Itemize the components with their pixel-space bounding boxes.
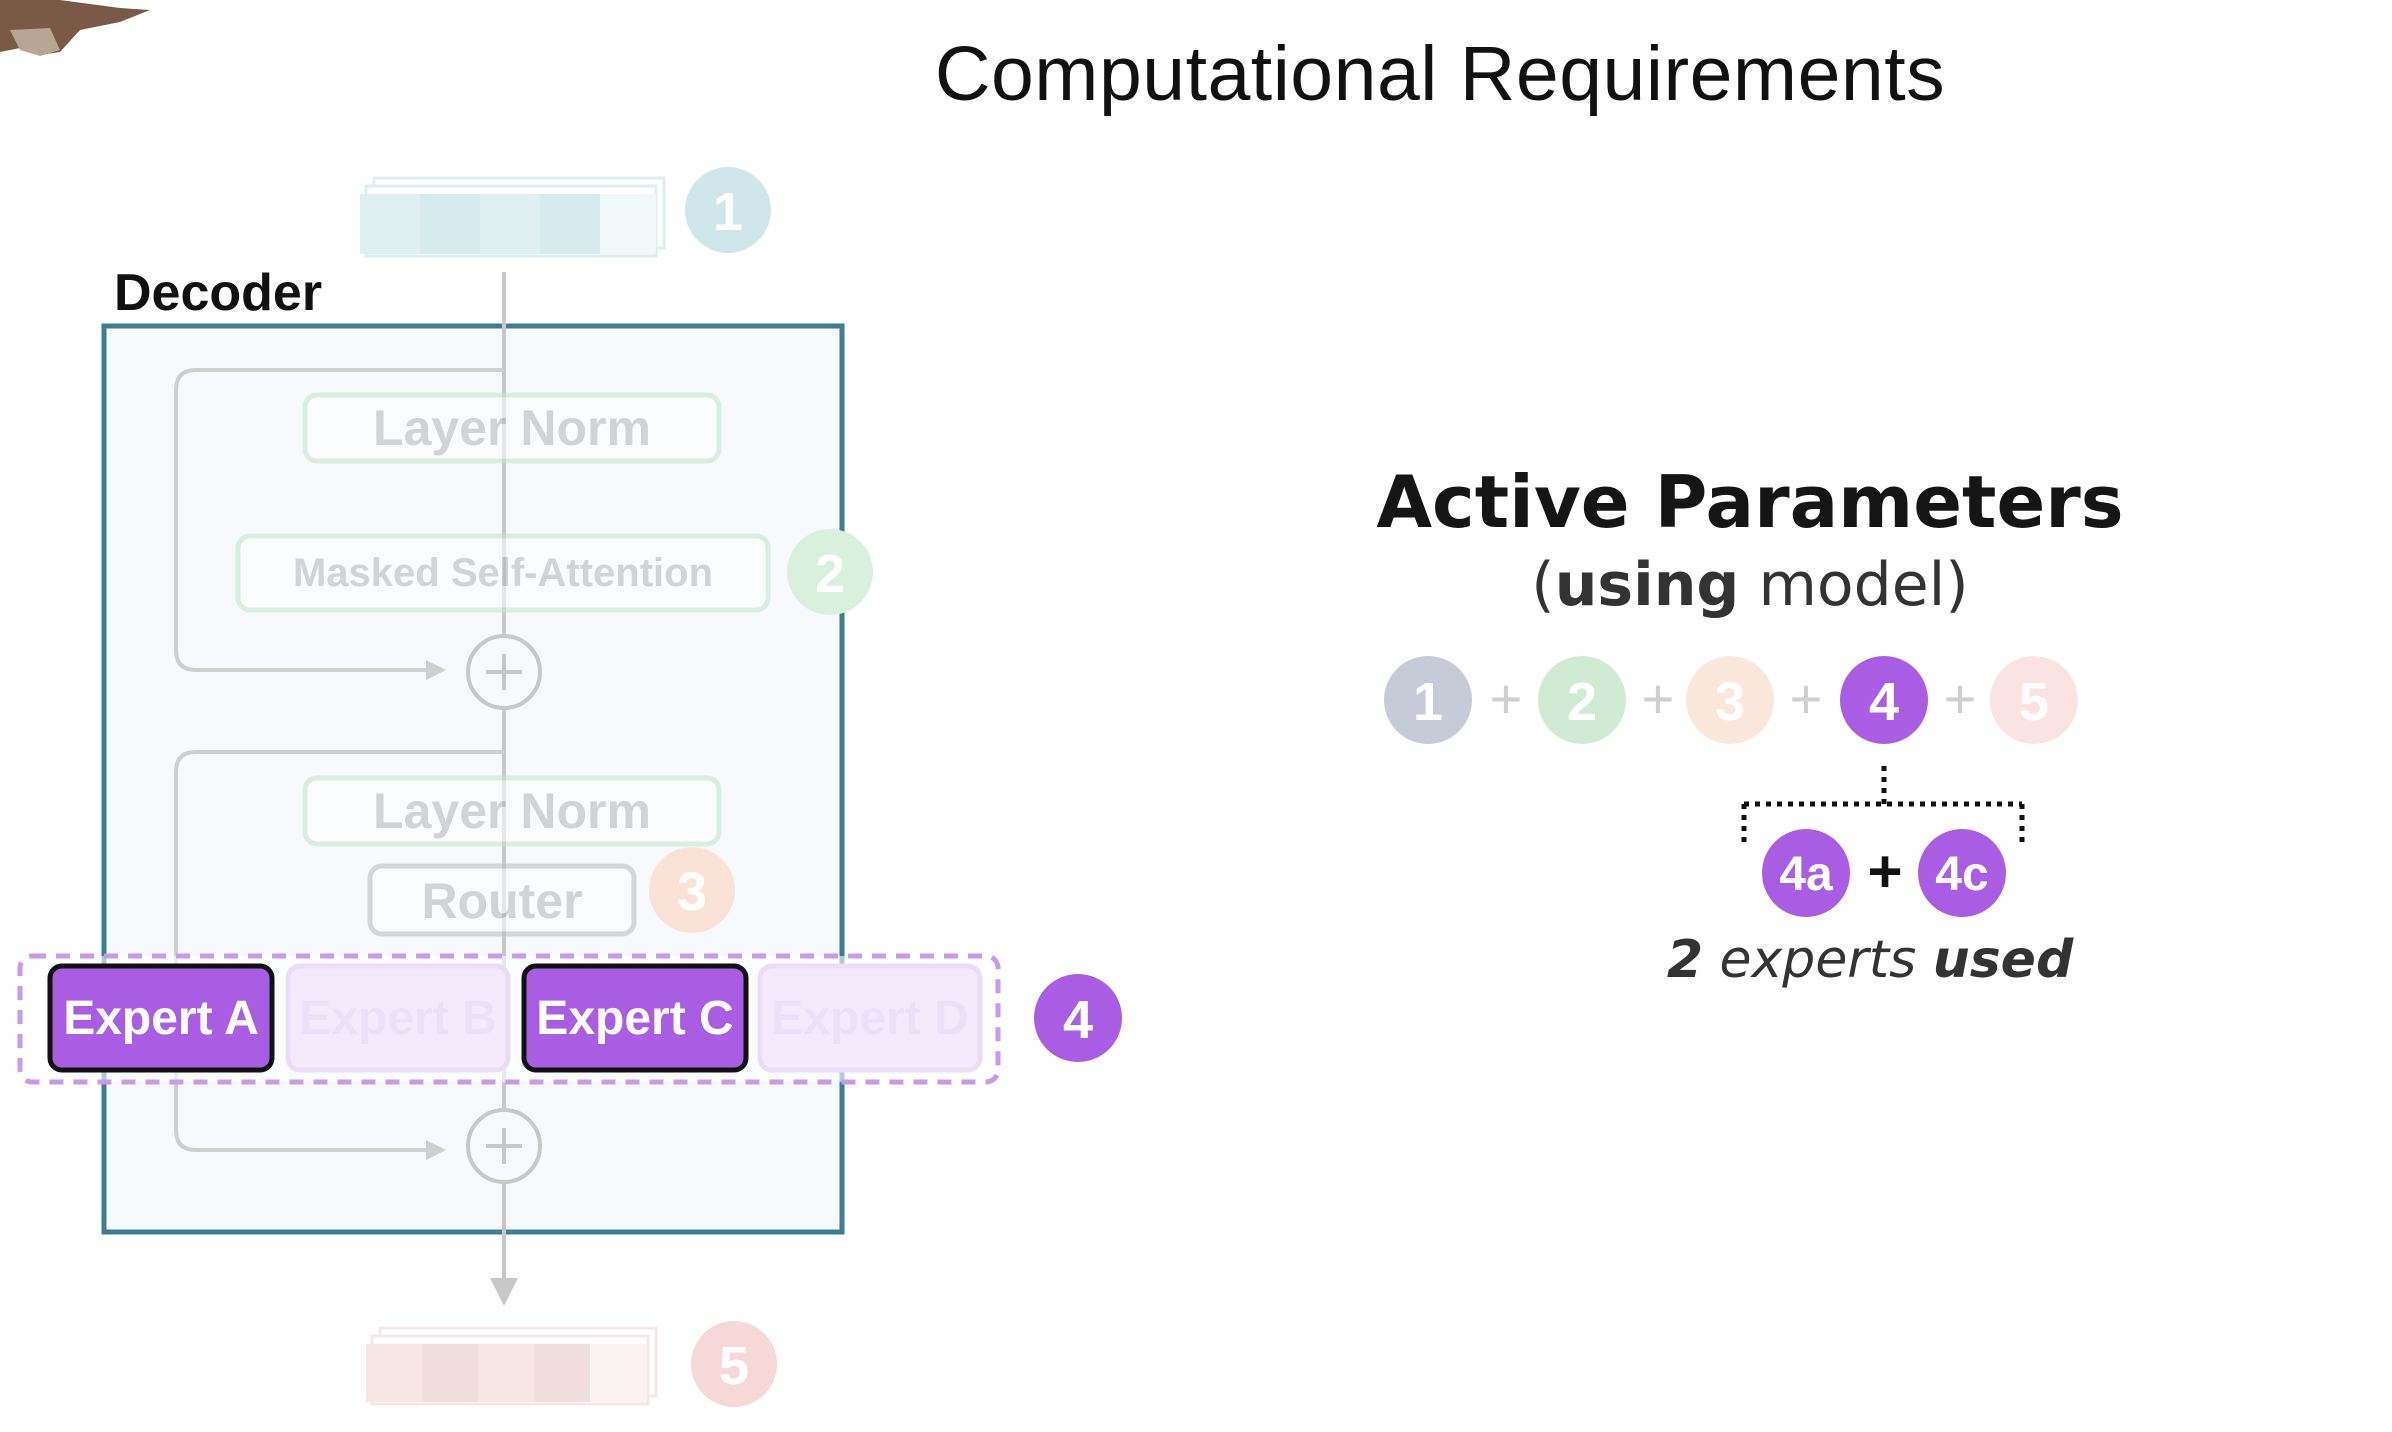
plus-sign: +	[1642, 667, 1675, 730]
plus-sign: +	[1944, 667, 1977, 730]
svg-text:2: 2	[815, 544, 845, 604]
masked-self-attention: Masked Self-Attention	[235, 533, 771, 613]
equation-term-3: 3	[1686, 656, 1774, 744]
svg-text:2: 2	[1567, 672, 1597, 732]
add-node-1-icon	[466, 634, 542, 710]
svg-text:Router: Router	[421, 873, 582, 929]
marker-4: 4	[1034, 974, 1122, 1062]
equation-term-2: 2	[1538, 656, 1626, 744]
marker-5: 5	[691, 1321, 777, 1407]
dotted-bracket	[1741, 766, 2025, 848]
arrow-right-icon	[426, 660, 446, 680]
svg-text:Expert B: Expert B	[299, 992, 496, 1045]
svg-text:4c: 4c	[1935, 848, 1988, 901]
svg-text:Expert C: Expert C	[536, 992, 733, 1045]
equation-term-4: 4	[1840, 656, 1928, 744]
decoder-label: Decoder	[114, 264, 322, 322]
expert-b: Expert B	[285, 963, 511, 1073]
sub-expert-4a: 4a	[1762, 829, 1850, 917]
active-parameters-title: Active Parameters	[1376, 460, 2124, 544]
input-token-stack	[360, 176, 666, 258]
marker-3: 3	[649, 847, 735, 933]
svg-text:Expert D: Expert D	[771, 992, 968, 1045]
svg-text:3: 3	[677, 862, 707, 922]
svg-text:4: 4	[1869, 672, 1899, 732]
residual-connection-2	[174, 750, 504, 1152]
plus-sign: +	[1867, 838, 1902, 905]
plus-sign: +	[1790, 667, 1823, 730]
svg-text:5: 5	[2019, 672, 2049, 732]
equation-term-5: 5	[1990, 656, 2078, 744]
svg-text:4a: 4a	[1779, 848, 1833, 901]
layer-norm-2: Layer Norm	[302, 775, 722, 847]
arrow-right-icon	[426, 1140, 446, 1160]
svg-text:Layer Norm: Layer Norm	[373, 400, 651, 456]
expert-d: Expert D	[757, 963, 983, 1073]
add-node-2-icon	[466, 1108, 542, 1184]
sub-expert-4c: 4c	[1918, 829, 2006, 917]
svg-text:3: 3	[1715, 672, 1745, 732]
router: Router	[367, 863, 637, 937]
expert-a: Expert A	[47, 963, 275, 1073]
svg-text:Masked Self-Attention: Masked Self-Attention	[293, 551, 713, 595]
residual-connection-1	[174, 368, 504, 672]
equation-term-1: 1	[1384, 656, 1472, 744]
svg-text:1: 1	[1413, 672, 1443, 732]
plus-sign: +	[1490, 667, 1523, 730]
marker-2: 2	[787, 529, 873, 615]
active-parameters-subtitle: (using model)	[1531, 550, 1969, 620]
down-arrow-icon	[490, 1278, 518, 1306]
svg-text:Layer Norm: Layer Norm	[373, 783, 651, 839]
expert-c: Expert C	[521, 963, 749, 1073]
svg-text:5: 5	[719, 1336, 749, 1396]
layer-norm-1: Layer Norm	[302, 392, 722, 464]
experts-used-note: 2 experts used	[1666, 930, 2074, 990]
page-title: Computational Requirements	[934, 31, 1946, 117]
marker-1: 1	[685, 167, 771, 253]
svg-text:1: 1	[713, 182, 743, 242]
animal-logo	[0, 0, 150, 56]
svg-text:Expert A: Expert A	[63, 992, 259, 1045]
output-token-stack	[366, 1326, 658, 1406]
svg-text:4: 4	[1063, 990, 1093, 1050]
